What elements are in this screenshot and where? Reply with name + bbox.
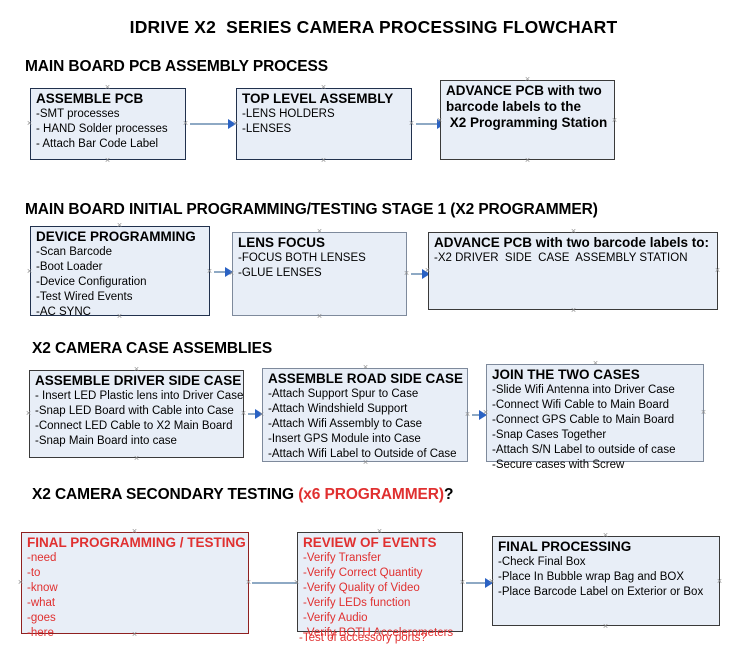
node-line: -Place Barcode Label on Exterior or Box — [498, 586, 704, 598]
connector-line — [214, 271, 228, 273]
node-line: -Attach Support Spur to Case — [268, 388, 419, 400]
node-line: -Connect GPS Cable to Main Board — [492, 414, 675, 426]
node-line: -Snap Cases Together — [492, 429, 607, 441]
node-line: -Snap LED Board with Cable into Case — [35, 405, 234, 417]
node-header: FINAL PROCESSING — [498, 539, 632, 554]
node-header: ASSEMBLE PCB — [36, 91, 144, 106]
node-line: -Slide Wifi Antenna into Driver Case — [492, 384, 675, 396]
node-line: -LENS HOLDERS — [242, 108, 335, 120]
node-line: -X2 DRIVER SIDE CASE ASSEMBLY STATION — [434, 252, 688, 264]
connector-arrowhead — [255, 409, 263, 419]
node-header: ASSEMBLE ROAD SIDE CASE — [268, 371, 464, 386]
node-lens-focus[interactable]: LENS FOCUS -FOCUS BOTH LENSES -GLUE LENS… — [232, 232, 407, 316]
connector-arrowhead — [479, 410, 487, 420]
node-header: DEVICE PROGRAMMING — [36, 229, 196, 244]
node-line: -Verify Audio — [303, 612, 368, 624]
node-line: - Attach Bar Code Label — [36, 138, 159, 150]
node-line: -Attach Wifi Label to Outside of Case — [268, 448, 457, 460]
node-line: -Insert GPS Module into Case — [268, 433, 421, 445]
section-heading-accent: (x6 PROGRAMMER) — [298, 486, 444, 503]
page-title: IDRIVE X2 SERIES CAMERA PROCESSING FLOWC… — [129, 17, 618, 37]
node-line: -Boot Loader — [36, 261, 103, 273]
node-device-programming[interactable]: DEVICE PROGRAMMING -Scan Barcode -Boot L… — [30, 226, 210, 318]
node-assemble-road-side-case[interactable]: ASSEMBLE ROAD SIDE CASE -Attach Support … — [262, 368, 468, 462]
node-line: -Test Wired Events — [36, 291, 133, 303]
node-line: -what — [27, 597, 56, 609]
section-heading-x2-camera-case-assemblies: X2 CAMERA CASE ASSEMBLIES — [32, 340, 273, 357]
node-line: -Verify LEDs function — [303, 597, 411, 609]
node-line: -Scan Barcode — [36, 246, 113, 258]
node-line: -Attach Wifi Assembly to Case — [268, 418, 423, 430]
node-line: -Verify Quality of Video — [303, 582, 420, 594]
node-advance-pcb-to-driver-side-case-station[interactable]: ADVANCE PCB with two barcode labels to: … — [428, 232, 718, 310]
node-line: -Device Configuration — [36, 276, 147, 288]
node-line: -to — [27, 567, 41, 579]
node-line: -Verify Transfer — [303, 552, 381, 564]
node-assemble-pcb[interactable]: ASSEMBLE PCB -SMT processes - HAND Solde… — [30, 88, 186, 160]
node-line: - Insert LED Plastic lens into Driver Ca… — [35, 390, 244, 402]
connector-line — [411, 273, 425, 275]
section-heading-main-board-initial-programming: MAIN BOARD INITIAL PROGRAMMING/TESTING S… — [25, 201, 598, 218]
connector-line — [466, 582, 488, 584]
node-line: -Attach Windshield Support — [268, 403, 408, 415]
node-line: -Secure cases with Screw — [492, 459, 625, 471]
node-line: -Verify Correct Quantity — [303, 567, 423, 579]
node-line: -goes — [27, 612, 56, 624]
node-advance-pcb-to-x2-programming-station[interactable]: ADVANCE PCB with two barcode labels to t… — [440, 80, 615, 160]
section-heading-main-board-pcb-assembly: MAIN BOARD PCB ASSEMBLY PROCESS — [25, 58, 328, 75]
node-line: -GLUE LENSES — [238, 267, 322, 279]
node-header: ASSEMBLE DRIVER SIDE CASE — [35, 373, 242, 388]
node-line: barcode labels to the — [446, 99, 582, 114]
node-line: -Attach S/N Label to outside of case — [492, 444, 676, 456]
connector-line — [472, 414, 482, 416]
connector-arrowhead — [225, 267, 233, 277]
connector-line — [252, 582, 297, 584]
node-header: REVIEW OF EVENTS — [303, 535, 437, 550]
node-line: -FOCUS BOTH LENSES — [238, 252, 366, 264]
node-header: FINAL PROGRAMMING / TESTING — [27, 535, 246, 550]
connector-line — [248, 413, 258, 415]
node-line: -here — [27, 627, 54, 639]
node-assemble-driver-side-case[interactable]: ASSEMBLE DRIVER SIDE CASE - Insert LED P… — [29, 370, 244, 458]
connector-line — [416, 123, 440, 125]
node-line: -Verify BOTH Accelerometers — [303, 627, 454, 639]
node-line: -Snap Main Board into case — [35, 435, 177, 447]
connector-arrowhead — [422, 269, 430, 279]
node-header: TOP LEVEL ASSEMBLY — [242, 91, 394, 106]
section-heading-text: X2 CAMERA SECONDARY TESTING — [32, 486, 299, 503]
node-final-processing[interactable]: FINAL PROCESSING -Check Final Box -Place… — [492, 536, 720, 626]
node-header: JOIN THE TWO CASES — [492, 367, 640, 382]
node-line: -Check Final Box — [498, 556, 586, 568]
node-line: -Connect LED Cable to X2 Main Board — [35, 420, 233, 432]
connector-arrowhead — [485, 578, 493, 588]
connector-arrowhead — [228, 119, 236, 129]
node-header: ADVANCE PCB with two barcode labels to: — [434, 235, 710, 250]
section-heading-x2-camera-secondary-testing: X2 CAMERA SECONDARY TESTING (x6 PROGRAMM… — [32, 486, 453, 504]
node-review-of-events[interactable]: REVIEW OF EVENTS -Verify Transfer -Verif… — [297, 532, 463, 639]
node-line: -know — [27, 582, 58, 594]
node-line: -SMT processes — [36, 108, 120, 120]
node-line: -Place In Bubble wrap Bag and BOX — [498, 571, 685, 583]
node-header: ADVANCE PCB with two — [446, 83, 602, 98]
node-join-the-two-cases[interactable]: JOIN THE TWO CASES -Slide Wifi Antenna i… — [486, 364, 704, 471]
node-line: - HAND Solder processes — [36, 123, 168, 135]
node-final-programming-testing[interactable]: FINAL PROGRAMMING / TESTING -need -to -k… — [21, 532, 249, 639]
connector-line — [190, 123, 230, 125]
node-header: LENS FOCUS — [238, 235, 326, 250]
node-line: -need — [27, 552, 57, 564]
node-line: -AC SYNC — [36, 306, 91, 318]
node-overflow-line: -Test of accessory ports? — [299, 632, 427, 644]
section-heading-suffix: ? — [443, 486, 454, 503]
node-line: -LENSES — [242, 123, 292, 135]
node-line: -Connect Wifi Cable to Main Board — [492, 399, 670, 411]
node-top-level-assembly[interactable]: TOP LEVEL ASSEMBLY -LENS HOLDERS -LENSES — [236, 88, 412, 160]
node-line: X2 Programming Station — [446, 115, 608, 130]
